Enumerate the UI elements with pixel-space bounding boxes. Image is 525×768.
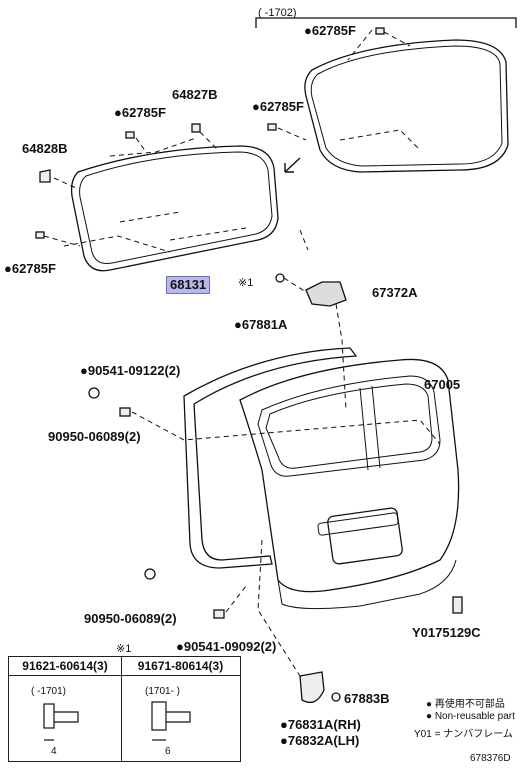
upper-back-glass [304, 39, 509, 173]
part-90541-09092[interactable]: ●90541-09092(2) [176, 639, 277, 654]
part-90950-06089-upper[interactable]: 90950-06089(2) [48, 429, 141, 444]
bolt-upper [119, 407, 131, 417]
clip-b [191, 123, 201, 133]
part-62785F-bottom[interactable]: ●62785F [4, 261, 56, 276]
stopper-Y0175129C [452, 596, 463, 614]
inset-right-range: (1701- ) [145, 686, 181, 697]
part-90950-06089-lower[interactable]: 90950-06089(2) [84, 611, 177, 626]
bolt-hinge [275, 273, 285, 283]
part-64827B[interactable]: 64827B [172, 87, 218, 102]
note-mark: ※1 [238, 277, 254, 289]
hinge [305, 281, 347, 307]
part-67883B[interactable]: 67883B [344, 691, 390, 706]
direction-arrow [284, 157, 301, 173]
part-62785F-left[interactable]: ●62785F [114, 105, 166, 120]
clip-a [125, 131, 135, 139]
part-68131[interactable]: 68131 [166, 276, 211, 294]
part-91621-60614[interactable]: 91621-60614(3) [9, 657, 121, 676]
clip-d [35, 231, 45, 239]
weatherstrip [183, 347, 358, 569]
part-91671-80614[interactable]: 91671-80614(3) [121, 657, 240, 676]
part-67881A[interactable]: ●67881A [234, 317, 288, 332]
part-76831A[interactable]: ●76831A(RH) [280, 717, 361, 732]
part-Y0175129C[interactable]: Y0175129C [412, 625, 481, 640]
part-64828B[interactable]: 64828B [22, 141, 68, 156]
inset-left-cell: 91621-60614(3) ( -1701) 4 [9, 657, 122, 761]
legend-line-3: Y01 = ナンバフレーム [414, 729, 513, 740]
cap-upper [88, 387, 100, 399]
back-door-panel [239, 358, 460, 593]
bolt-inset: 91621-60614(3) ( -1701) 4 91671-80614(3)… [8, 656, 241, 762]
handle-bracket [299, 671, 325, 704]
back-glass-68131 [70, 145, 279, 272]
part-62785F-top[interactable]: ●62785F [304, 23, 356, 38]
part-76832A[interactable]: ●76832A(LH) [280, 733, 360, 748]
part-62785F-mid[interactable]: ●62785F [252, 99, 304, 114]
bolt-67883B [331, 692, 341, 702]
clip-c [267, 123, 277, 131]
legend-line-1: ● 再使用不可部品 [426, 699, 505, 710]
inset-right-cell: 91671-80614(3) (1701- ) 6 [121, 657, 240, 761]
part-90541-09122[interactable]: ●90541-09122(2) [80, 363, 181, 378]
bolt-91621 [43, 703, 55, 729]
clip-e [375, 27, 385, 35]
inset-right-dim: 6 [165, 746, 171, 757]
diagram-id: 678376D [470, 753, 511, 764]
inset-mark: ※1 [116, 643, 132, 655]
cap-lower [144, 568, 156, 580]
bolt-lower [213, 609, 225, 619]
license-recess [327, 507, 403, 565]
clip-64828B [39, 169, 51, 183]
part-67005[interactable]: 67005 [424, 377, 461, 392]
part-67372A[interactable]: 67372A [372, 285, 418, 300]
bolt-91671 [151, 701, 167, 731]
inset-left-range: ( -1701) [31, 686, 67, 697]
range-bracket [255, 17, 517, 28]
legend-line-2: ● Non-reusable part [426, 711, 515, 722]
top-range-label: ( -1702) [258, 7, 297, 19]
inset-left-dim: 4 [51, 746, 57, 757]
